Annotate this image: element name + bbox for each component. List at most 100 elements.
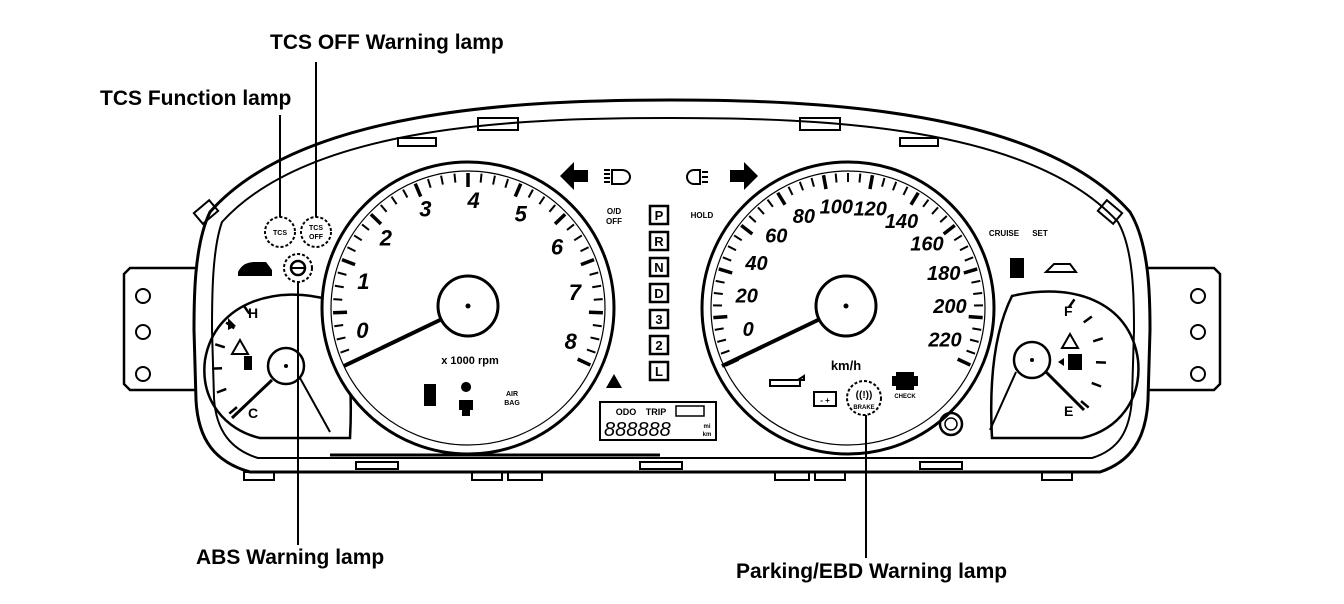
tacho-tick [492,175,496,185]
temperature-gauge: H C [203,293,353,440]
tacho-tick [334,324,344,328]
speedo-tick [748,215,757,223]
inner-housing-outline [210,116,1136,459]
od-off-label-2: OFF [606,217,622,226]
fuel-gauge-divider [989,371,1017,431]
check-engine-icon [892,372,918,390]
speedo-tick [902,186,909,196]
coolant-temp-icon [244,356,252,370]
top-clip [477,117,519,131]
speedo-tick [757,206,765,215]
temp-hot-label: H [248,305,258,321]
gear-letter: L [655,364,663,379]
speedo-tick [942,224,956,236]
fuel-gauge-needle [1044,370,1086,412]
master-warning-triangle-icon [606,374,622,388]
tacho-tick [504,178,509,188]
temp-gauge-divider [299,377,331,433]
top-clip [899,137,939,147]
battery-signs: - + [820,396,830,405]
tcs-off-lamp-label-2: OFF [309,234,324,241]
gear-letter: P [655,208,664,223]
od-off-label-1: O/D [607,207,621,216]
tacho-tick [592,324,602,328]
odometer-digits: 888888 [604,419,671,441]
speedo-tick [715,279,725,284]
fuel-warning-triangle-icon [1060,331,1080,349]
speedo-tick [733,234,743,242]
dial-number: 100 [820,197,853,219]
tcs-off-lamp-label-1: TCS [309,225,323,232]
bottom-clip [639,461,683,470]
tacho-tick [336,336,346,341]
gear-letter: D [654,286,663,301]
side-clip [1096,198,1124,226]
tacho-unit-label: x 1000 rpm [441,355,499,367]
side-clip [192,198,220,226]
tacho-tick [353,234,363,242]
gauge-tick [1080,400,1090,409]
dial-number: 5 [515,201,528,226]
gauge-tick [1083,315,1093,324]
speedo-scale-ring [710,170,986,446]
speedo-ticks [713,173,983,367]
fuel-gauge-bezel [989,290,1140,440]
dial-number: 0 [743,319,754,341]
tacho-hub-dot [465,303,471,309]
dial-number: 7 [569,280,583,305]
tcs-function-lamp-callout: TCS Function lamp [100,87,292,110]
trunk-open-icon [238,262,272,276]
tacho-tick [513,183,523,198]
temp-warning-triangle-icon [230,337,250,355]
air-bag-label-2: BAG [504,400,520,407]
dial-number: 2 [379,226,393,251]
speedo-tick [717,338,727,343]
speedo-tick [953,234,963,242]
tacho-tick [586,348,596,354]
dial-number: 1 [357,269,369,294]
gear-box [648,230,670,252]
dial-number: 200 [932,296,966,318]
dial-number: 140 [885,211,918,233]
gear-letter: R [654,234,664,249]
tacho-tick [527,189,534,199]
tacho-tick [380,204,388,213]
speedo-tick [714,327,724,331]
right-turn-signal-icon [730,162,758,190]
dial-number: 160 [910,233,943,255]
gear-letter: N [654,260,663,275]
odo-label: ODO [616,407,637,417]
door-ajar-icon [1043,263,1078,273]
parking-ebd-warning-lamp-callout: Parking/EBD Warning lamp [736,560,1008,583]
fuel-gauge: F E [989,290,1140,440]
fuel-full-label: F [1064,303,1073,319]
tacho-tick [346,246,356,253]
set-label: SET [1032,229,1048,238]
tacho-tick [369,212,383,226]
tacho-tick [590,336,600,341]
tacho-tick [576,357,592,367]
dial-number: 60 [765,226,787,248]
fuel-low-icon [1010,258,1024,278]
tacho-tick [479,173,483,183]
speedo-hub-dot [843,303,849,309]
speedo-tick [740,224,754,236]
speedo-tick [922,199,930,208]
speedo-tick [787,186,794,196]
dial-number: 3 [419,196,431,221]
speedo-tick [973,292,983,296]
dial-number: 0 [356,318,369,343]
tacho-scale-ring [330,170,606,446]
speedo-tick [720,349,730,355]
dial-number: 40 [744,253,767,275]
tacho-needle [343,318,441,368]
speedo-unit-label: km/h [831,358,861,373]
trip-label: TRIP [646,407,667,417]
speedo-tick [834,173,838,183]
parking-ebd-lamp-highlight [846,380,882,416]
gauge-tick [216,387,227,394]
speedo-tick [722,256,732,262]
cluster-housing [122,98,1222,481]
left-bracket-hole [135,366,151,382]
